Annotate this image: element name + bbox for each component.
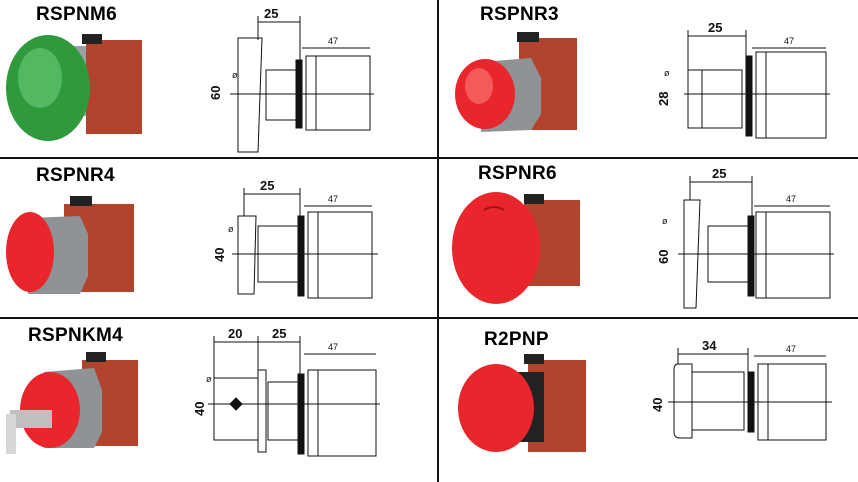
photo-rspnm6 [6,34,142,141]
title-rspnr3: RSPNR3 [480,4,559,25]
dim-47: 47 [328,36,338,46]
drawing-rspnr4: 25 47 40 ø [212,178,378,299]
photo-rspnr6 [452,192,580,304]
dim-40: 40 [212,248,227,262]
drawing-rspnr3: 25 47 28 ø [656,20,830,139]
drawing-rspnm6: 25 47 60 ø [208,6,374,153]
title-r2pnp: R2PNP [484,329,549,350]
phi-symbol: ø [232,70,238,80]
dim-47: 47 [786,194,796,204]
phi-symbol: ø [662,216,668,226]
dim-47: 47 [784,36,794,46]
red-mushroom-button [452,192,540,304]
dim-47: 47 [328,342,338,352]
red-mushroom-button [458,364,534,452]
title-rspnm6: RSPNM6 [36,4,117,25]
dim-25: 25 [272,326,286,341]
dim-25: 25 [260,178,274,193]
drawing-r2pnp: 34 47 40 [650,338,832,441]
phi-symbol: ø [664,68,670,78]
phi-symbol: ø [206,374,212,384]
key-symbol-icon [229,397,243,411]
photo-r2pnp [458,354,586,452]
dim-25: 25 [264,6,278,21]
title-rspnr6: RSPNR6 [478,163,557,184]
photo-rspnr4 [6,196,134,294]
title-rspnkm4: RSPNKM4 [28,325,124,346]
contact-block [86,40,142,134]
drawing-rspnkm4: 20 25 47 40 ø [192,326,380,457]
dim-40: 40 [650,398,665,412]
dim-40: 40 [192,402,207,416]
phi-symbol: ø [228,224,234,234]
dim-47: 47 [786,344,796,354]
dim-20: 20 [228,326,242,341]
dim-60: 60 [208,86,223,100]
title-rspnr4: RSPNR4 [36,165,115,186]
photo-rspnr3 [455,32,577,132]
divider-row-1 [0,157,858,159]
key-icon [10,410,52,428]
dim-25: 25 [712,166,726,181]
divider-row-2 [0,317,858,319]
dim-60: 60 [656,250,671,264]
dim-25: 25 [708,20,722,35]
dim-34: 34 [702,338,717,353]
divider-vertical [437,0,439,482]
dim-28: 28 [656,92,671,106]
drawing-rspnr6: 25 47 60 ø [656,166,834,309]
photo-rspnkm4 [6,352,138,454]
dim-47: 47 [328,194,338,204]
red-button [6,212,54,292]
